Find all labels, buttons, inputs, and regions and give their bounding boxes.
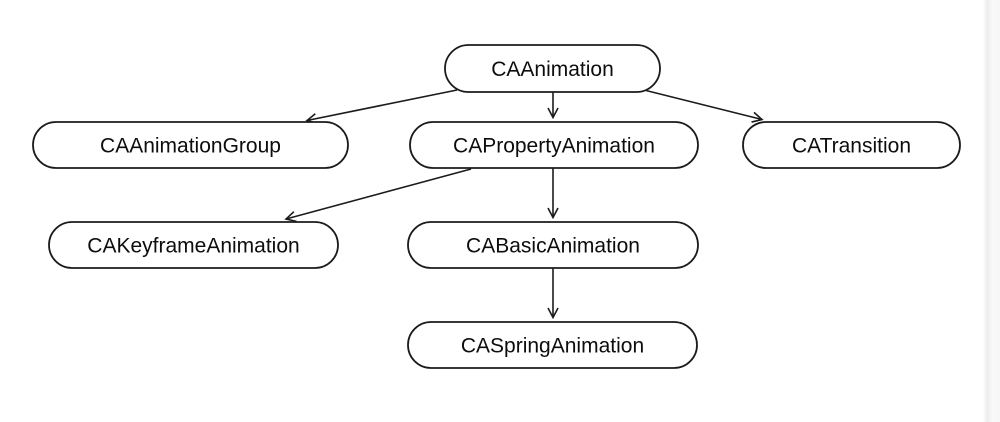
edge-caanimation-to-catransition xyxy=(645,89,762,120)
node-cabasicanimation-pill xyxy=(407,221,699,269)
edges xyxy=(286,89,762,318)
node-caspringanimation-label: CASpringAnimation xyxy=(461,335,644,358)
node-capropertyanimation[interactable]: CAPropertyAnimation xyxy=(409,121,699,169)
node-caanimation-pill xyxy=(444,44,661,93)
node-cabasicanimation[interactable]: CABasicAnimation xyxy=(407,221,699,269)
node-catransition[interactable]: CATransition xyxy=(742,121,961,169)
node-caanimationgroup[interactable]: CAAnimationGroup xyxy=(32,121,349,169)
node-catransition-label: CATransition xyxy=(792,135,911,158)
screen-right-edge-seam xyxy=(983,0,1000,422)
node-caanimationgroup-pill xyxy=(32,121,349,169)
node-caspringanimation-pill xyxy=(407,321,698,369)
node-cakeyframeanimation-label: CAKeyframeAnimation xyxy=(87,235,299,258)
node-capropertyanimation-label: CAPropertyAnimation xyxy=(453,135,655,158)
node-caanimation-label: CAAnimation xyxy=(491,58,614,81)
node-catransition-pill xyxy=(742,121,961,169)
node-capropertyanimation-pill xyxy=(409,121,699,169)
node-cabasicanimation-label: CABasicAnimation xyxy=(466,235,640,258)
node-cakeyframeanimation-pill xyxy=(48,221,339,269)
node-cakeyframeanimation[interactable]: CAKeyframeAnimation xyxy=(48,221,339,269)
node-caanimationgroup-label: CAAnimationGroup xyxy=(100,135,281,158)
edge-capropertyanimation-to-cakeyframeanimation xyxy=(286,168,472,219)
edge-caanimation-to-caanimationgroup xyxy=(307,89,458,121)
node-caspringanimation[interactable]: CASpringAnimation xyxy=(407,321,698,369)
node-caanimation[interactable]: CAAnimation xyxy=(444,44,661,93)
